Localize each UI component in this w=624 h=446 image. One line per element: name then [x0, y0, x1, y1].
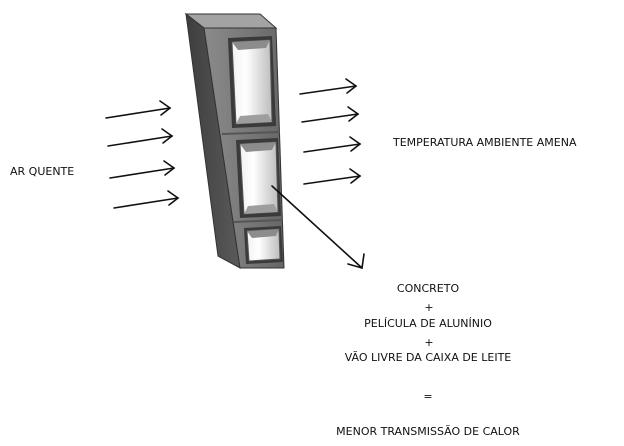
callout-arrow — [271, 185, 365, 270]
hot-air-arrow-3 — [109, 160, 176, 179]
cavity-upper — [228, 36, 276, 128]
plus-sign-1: + — [424, 301, 434, 314]
equals-sign: = — [423, 390, 433, 403]
hot-air-arrow-2 — [107, 128, 174, 147]
cavity-lower — [244, 226, 283, 264]
block-ledge-1 — [221, 131, 281, 135]
block-ledge-2 — [233, 219, 284, 223]
hot-air-arrow-4 — [113, 190, 180, 209]
ambient-arrows — [299, 78, 362, 185]
ambient-temperature-label: TEMPERATURA AMBIENTE AMENA — [393, 136, 577, 149]
ambient-arrow-3 — [303, 136, 362, 153]
aluminum-film-label: PELÍCULA DE ALUNÍNIO — [364, 317, 492, 330]
plus-sign-2: + — [424, 336, 434, 349]
ambient-arrow-1 — [299, 78, 358, 95]
cavities — [228, 36, 283, 264]
result-label: MENOR TRANSMISSÃO DE CALOR — [336, 425, 520, 438]
hot-air-arrow-1 — [105, 100, 172, 119]
ambient-arrow-4 — [303, 168, 362, 185]
milk-box-void-label: VÃO LIVRE DA CAIXA DE LEITE — [344, 351, 512, 364]
hot-air-arrows — [105, 100, 180, 209]
ambient-arrow-2 — [301, 106, 360, 123]
cavity-middle — [236, 138, 281, 218]
concrete-label: CONCRETO — [396, 282, 460, 295]
hot-air-label: AR QUENTE — [10, 165, 75, 178]
